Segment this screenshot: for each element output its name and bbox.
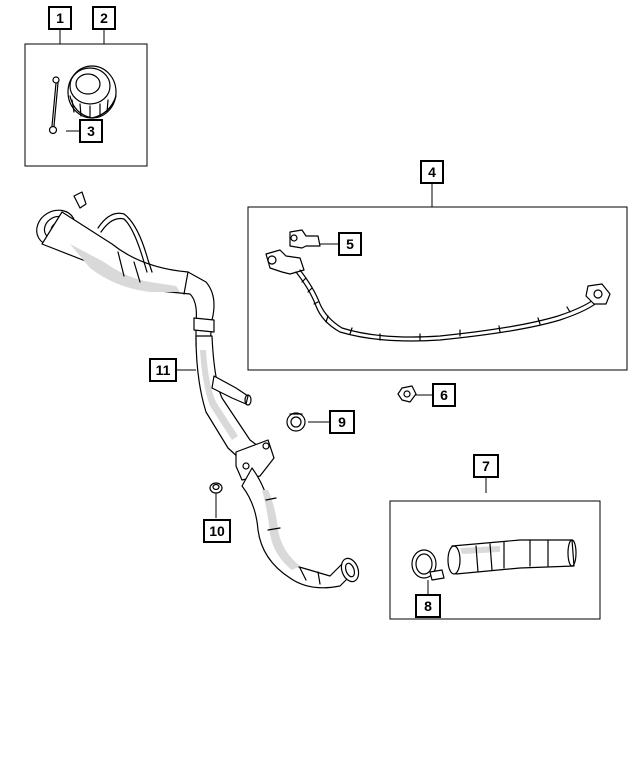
svg-text:9: 9	[338, 414, 346, 430]
callout-8: 8	[415, 594, 441, 618]
tether-strap-drawing	[48, 76, 60, 135]
connector-drawing	[289, 229, 321, 249]
svg-text:1: 1	[56, 10, 64, 26]
svg-text:10: 10	[209, 523, 225, 539]
filler-tube-drawing	[36, 191, 360, 589]
callout-6: 6	[432, 383, 456, 407]
svg-text:8: 8	[424, 598, 432, 614]
svg-text:4: 4	[428, 164, 436, 180]
callout-10: 10	[203, 519, 231, 543]
vent-line-drawing	[265, 249, 611, 342]
fuel-cap-group-box	[24, 43, 148, 167]
hose-drawing	[447, 539, 577, 575]
callout-2: 2	[92, 6, 116, 30]
callout-7: 7	[473, 454, 499, 478]
svg-text:2: 2	[100, 10, 108, 26]
leader-lines	[59, 29, 487, 595]
hose-clamp-drawing	[411, 549, 445, 581]
callout-11: 11	[149, 358, 177, 382]
clip-drawing	[397, 385, 417, 403]
svg-text:3: 3	[87, 123, 95, 139]
hose-group-box	[389, 500, 601, 620]
nut-drawing	[209, 482, 223, 494]
svg-text:5: 5	[346, 236, 354, 252]
svg-text:11: 11	[156, 362, 171, 378]
callout-4: 4	[420, 160, 444, 184]
callout-1: 1	[48, 6, 72, 30]
grommet-drawing	[286, 412, 306, 432]
fuel-cap-drawing	[67, 65, 117, 119]
callout-5: 5	[338, 232, 362, 256]
callout-9: 9	[329, 410, 355, 434]
callout-3: 3	[79, 119, 103, 143]
svg-text:7: 7	[482, 458, 490, 474]
vent-line-group-box	[247, 206, 628, 371]
svg-text:6: 6	[440, 387, 448, 403]
